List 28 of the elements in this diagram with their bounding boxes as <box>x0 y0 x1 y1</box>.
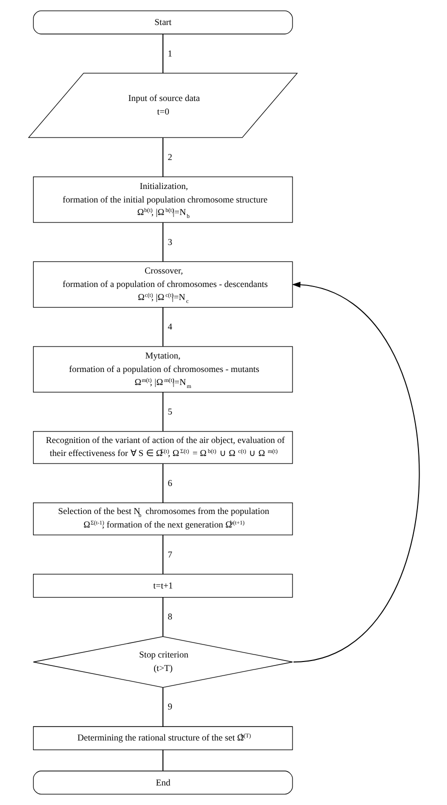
edge-label: 6 <box>167 478 172 488</box>
node-box: Mytation, formation of a population of chromosomes - mutants Ω$^{m(t)}$, |Ω$^{m(t)}$|=N$_{m}$ <box>32 346 292 393</box>
edge-label: 1 <box>167 48 172 58</box>
connector <box>162 392 163 432</box>
node-box: Recognition of the variant of action of the air object, evaluation of their effectiveness for ∀ S ∈ Ω$^{Σ(t)}$, Ω$^{Σ(t)}$ = Ω$^{b(t)}$ ∪ Ω$^{c(t)}$ ∪ Ω$^{m(t)}$ <box>32 431 292 464</box>
node-box: Initialization, formation of the initial population chromosome structure Ω$^{b(t)}$, |Ω$^{b(t)}$|=N$_{b}$ <box>32 176 292 223</box>
edge-label: 7 <box>167 549 172 560</box>
edge-label: 5 <box>167 406 172 417</box>
edge-label: 4 <box>167 322 172 332</box>
connector <box>162 463 163 504</box>
edge-label: 3 <box>167 236 172 247</box>
node-box: End <box>32 770 292 794</box>
connector <box>162 34 163 74</box>
connector <box>162 687 163 728</box>
connector <box>162 137 163 178</box>
node-box: Crossover, formation of a population of chromosomes - descendants Ω$^{c(t)}$, |Ω$^{c(t)}$|=N$_{c}$ <box>32 261 292 308</box>
edge-label: 2 <box>167 152 172 162</box>
connector <box>162 534 163 574</box>
connector <box>162 222 163 262</box>
connector <box>162 749 163 772</box>
node-diamond: Stop criterion (t>T) <box>32 636 292 688</box>
arrow <box>292 282 420 662</box>
connector <box>162 597 163 637</box>
node-box: t=t+1 <box>32 574 292 598</box>
edge-label: 8 <box>167 612 172 622</box>
node-box: Start <box>32 10 292 34</box>
connector <box>162 307 163 347</box>
edge-label: 9 <box>167 702 172 712</box>
